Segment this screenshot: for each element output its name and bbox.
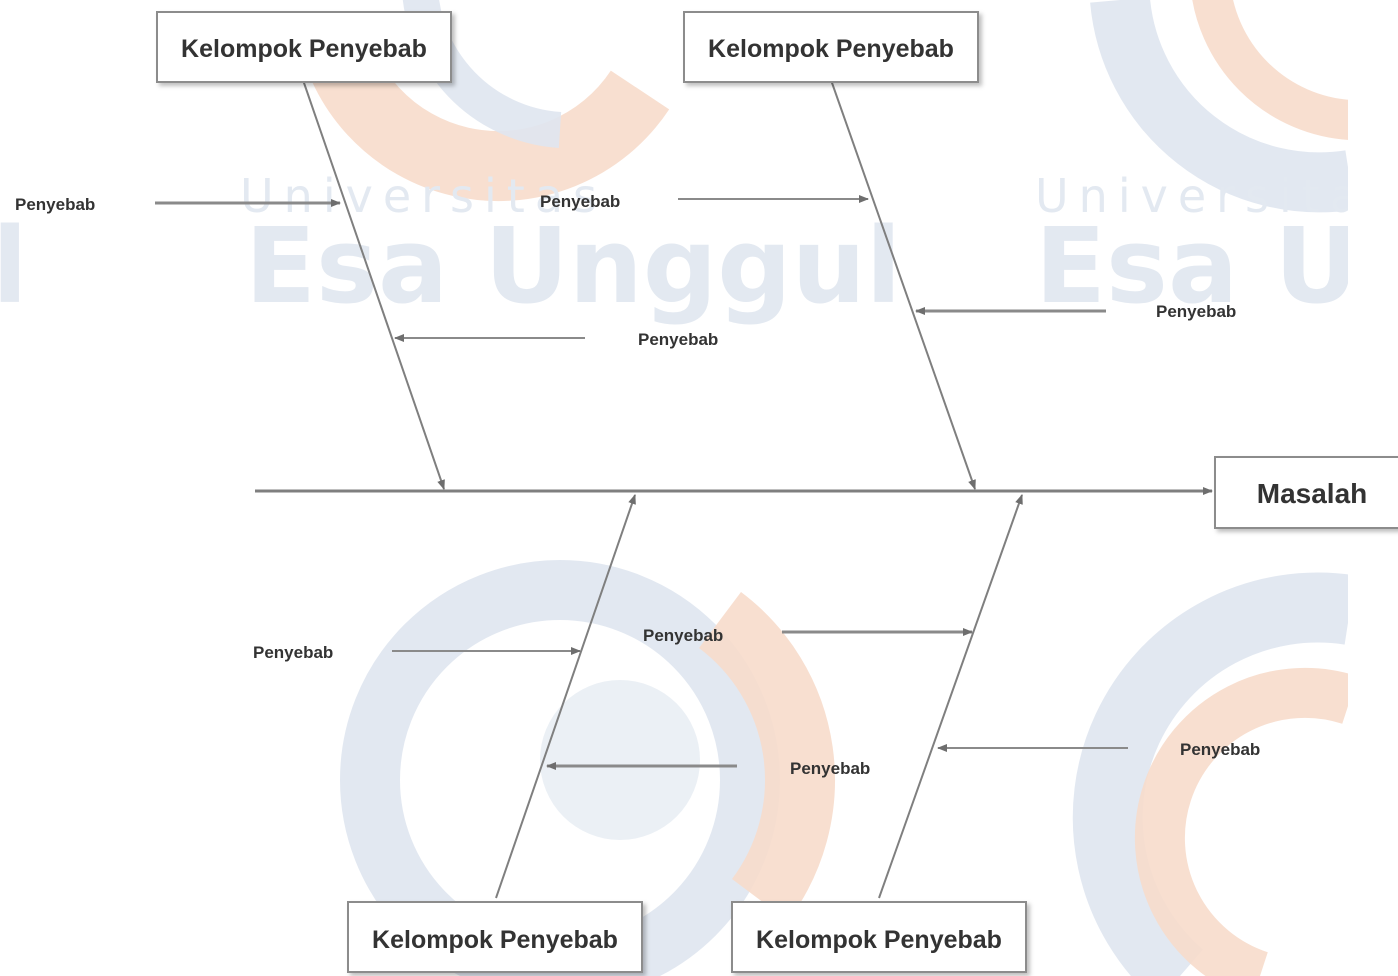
category-label-bottom-right: Kelompok Penyebab (756, 926, 1002, 954)
cause-label-7: Penyebab (643, 626, 723, 645)
cause-label-8: Penyebab (1180, 740, 1260, 759)
bone-bottom-left (495, 494, 636, 899)
category-box-top-right: Kelompok Penyebab (683, 11, 979, 83)
watermark-universitas-right: Universitas (1035, 169, 1398, 223)
category-box-bottom-left: Kelompok Penyebab (347, 901, 643, 973)
watermark-esa-unggul-left-fragment: l (0, 205, 28, 327)
category-box-bottom-left-frame (347, 901, 643, 973)
effect-box: Masalah (1214, 456, 1398, 529)
category-box-top-left: Kelompok Penyebab (156, 11, 452, 83)
watermark-universitas-left: Universitas (240, 169, 607, 223)
category-label-top-right: Kelompok Penyebab (708, 35, 954, 63)
effect-label: Masalah (1257, 478, 1368, 509)
category-box-top-left-frame (156, 11, 452, 83)
cause-label-1: Penyebab (15, 195, 95, 214)
category-box-top-right-frame (683, 11, 979, 83)
category-label-bottom-left: Kelompok Penyebab (372, 926, 618, 954)
effect-box-frame (1214, 456, 1398, 529)
bone-top-right (830, 79, 976, 490)
cause-label-3: Penyebab (540, 192, 620, 211)
cause-label-2: Penyebab (638, 330, 718, 349)
cause-label-4: Penyebab (1156, 302, 1236, 321)
watermark-esa-unggul-center: Esa Unggul (245, 205, 901, 327)
bone-bottom-right (878, 494, 1023, 899)
watermark-logo-top-right (1090, 0, 1355, 213)
category-box-bottom-right: Kelompok Penyebab (731, 901, 1027, 973)
cause-label-5: Penyebab (253, 643, 333, 662)
bone-top-left (302, 79, 445, 490)
category-box-bottom-right-frame (731, 901, 1027, 973)
watermark-logo-bottom-right (1072, 572, 1358, 976)
category-label-top-left: Kelompok Penyebab (181, 35, 427, 63)
cause-label-6: Penyebab (790, 759, 870, 778)
watermark-esa-unggul-right-fragment: Esa U (1035, 205, 1359, 327)
